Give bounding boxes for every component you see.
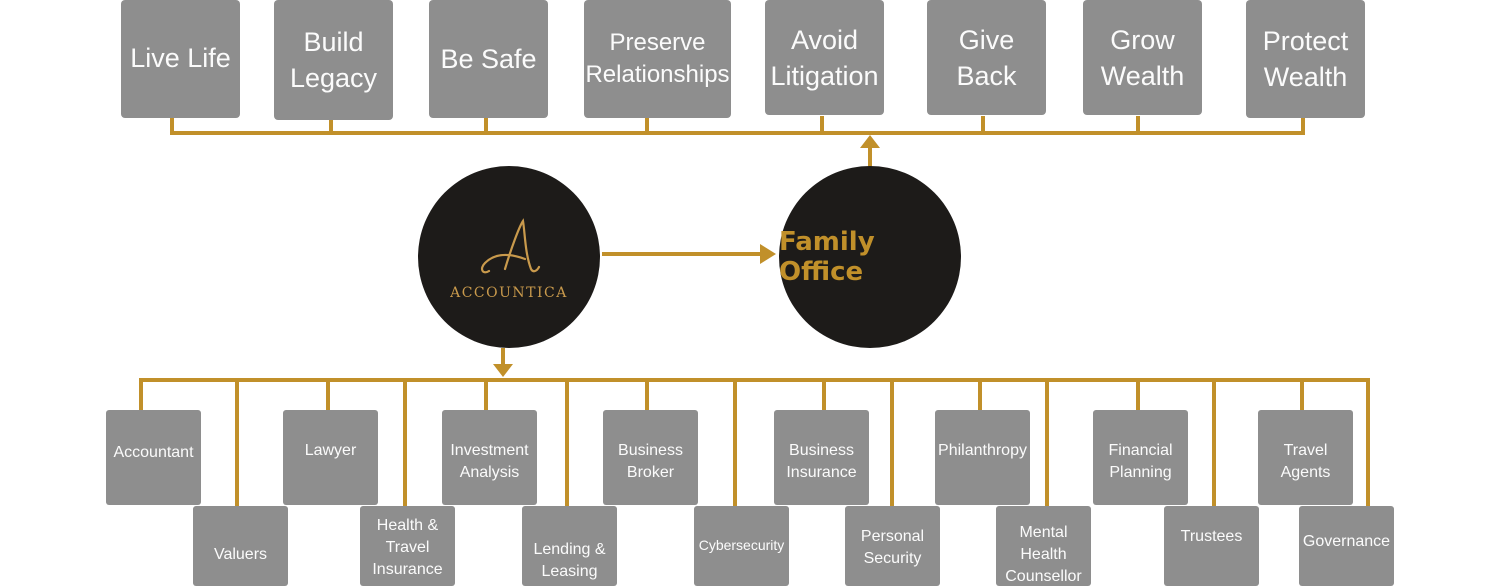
goal-label: Protect Wealth (1262, 26, 1349, 92)
service-lending-leasing: Lending & Leasing (522, 506, 617, 586)
family-office-node: Family Office (779, 166, 961, 348)
accountica-hub: ACCOUNTICA (418, 166, 600, 348)
service-travel-agents: Travel Agents (1258, 410, 1353, 505)
goal-label: Give Back (956, 24, 1017, 91)
accountica-wordmark: ACCOUNTICA (450, 285, 568, 301)
service-business-insurance: Business Insurance (774, 410, 869, 505)
goal-label: Be Safe (440, 44, 537, 74)
goal-protect-wealth: Protect Wealth (1246, 0, 1365, 118)
goal-grow-wealth: Grow Wealth (1083, 0, 1202, 115)
service-label: Governance (1302, 533, 1391, 550)
service-label: Investment Analysis (450, 442, 529, 481)
service-label: Personal Security (860, 528, 925, 567)
up-arrowhead-icon (860, 135, 880, 148)
service-accountant: Accountant (106, 410, 201, 505)
service-label: Travel Agents (1280, 442, 1331, 481)
service-label: Accountant (113, 444, 194, 461)
service-label: Philanthropy (938, 442, 1027, 459)
service-mental-health-counsellor: Mental Health Counsellor (996, 506, 1091, 586)
goal-preserve-relationships: Preserve Relationships (584, 0, 731, 118)
service-label: Valuers (213, 546, 268, 563)
service-lawyer: Lawyer (283, 410, 378, 505)
goal-label: Grow Wealth (1100, 24, 1185, 91)
service-personal-security: Personal Security (845, 506, 940, 586)
service-label: Financial Planning (1108, 442, 1173, 481)
service-trustees: Trustees (1164, 506, 1259, 586)
service-label: Lending & Leasing (533, 541, 606, 580)
service-governance: Governance (1299, 506, 1394, 586)
goal-give-back: Give Back (927, 0, 1046, 115)
service-investment-analysis: Investment Analysis (442, 410, 537, 505)
service-label: Cybersecurity (698, 537, 785, 553)
service-philanthropy: Philanthropy (935, 410, 1030, 505)
service-label: Health & Travel Insurance (372, 517, 443, 578)
right-arrowhead-icon (760, 244, 776, 264)
goal-label: Preserve Relationships (585, 29, 730, 88)
service-business-broker: Business Broker (603, 410, 698, 505)
service-financial-planning: Financial Planning (1093, 410, 1188, 505)
service-label: Business Broker (618, 442, 683, 481)
service-label: Trustees (1180, 528, 1243, 545)
accountica-script-a-logo-icon (480, 218, 541, 274)
goal-live-life: Live Life (121, 0, 240, 118)
goal-build-legacy: Build Legacy (274, 0, 393, 120)
goal-label: Live Life (130, 43, 231, 73)
service-cybersecurity: Cybersecurity (694, 506, 789, 586)
service-label: Lawyer (304, 442, 357, 459)
service-label: Business Insurance (786, 442, 857, 481)
goal-label: Build Legacy (289, 27, 378, 93)
service-valuers: Valuers (193, 506, 288, 586)
goal-label: Avoid Litigation (770, 24, 879, 91)
service-label: Mental Health Counsellor (1005, 524, 1082, 585)
service-health-travel-insurance: Health & Travel Insurance (360, 506, 455, 586)
down-arrowhead-icon (493, 364, 513, 377)
family-office-label: Family Office (779, 227, 875, 287)
goal-avoid-litigation: Avoid Litigation (765, 0, 884, 115)
goal-be-safe: Be Safe (429, 0, 548, 118)
